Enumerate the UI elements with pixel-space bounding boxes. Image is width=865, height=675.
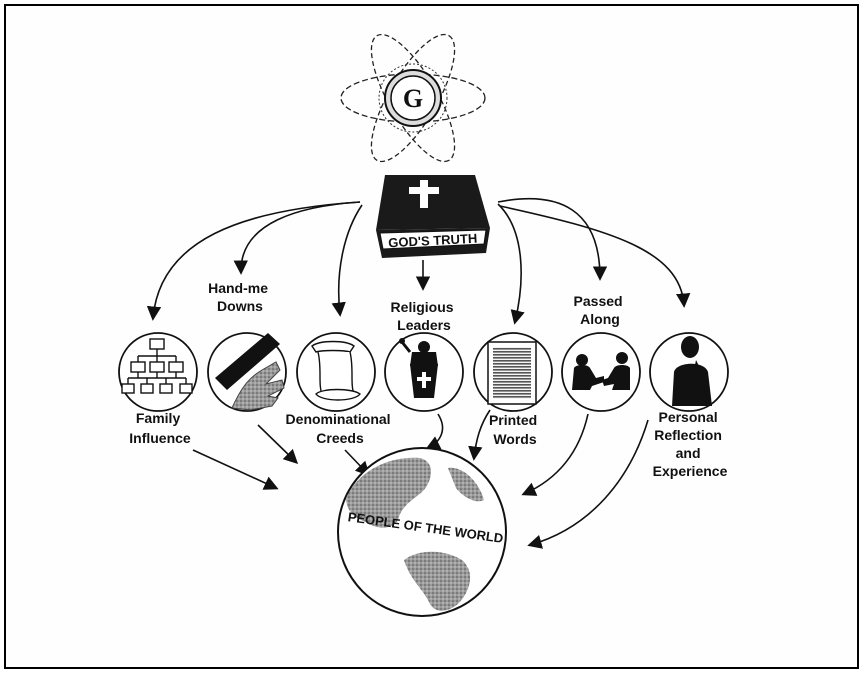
label-personal-line1: Personal: [658, 409, 717, 425]
arrow-book-to-creeds: [331, 204, 363, 317]
source-family: [118, 332, 198, 412]
book-arrows: [146, 198, 691, 325]
label-creeds: Denominational Creeds: [286, 411, 395, 446]
label-family: Family Influence: [129, 410, 191, 446]
globe-arrows: [192, 409, 649, 549]
label-leaders: Religious Leaders: [391, 299, 458, 333]
label-leaders-line1: Religious: [391, 299, 454, 315]
label-personal: Personal Reflection and Experience: [653, 409, 728, 479]
emblem-letter: G: [403, 84, 423, 113]
printed-page-icon: [487, 341, 537, 405]
family-tree-icon: [121, 338, 193, 394]
label-passed-line2: Along: [580, 311, 620, 327]
source-leaders: [384, 332, 464, 412]
label-handme-line1: Hand-me: [208, 280, 268, 296]
arrow-printed-to-globe: [468, 409, 491, 461]
label-creeds-line2: Creeds: [316, 430, 364, 446]
source-handme: [207, 332, 287, 412]
label-printed: Printed Words: [489, 412, 541, 447]
label-leaders-line2: Leaders: [397, 317, 451, 333]
label-family-line1: Family: [136, 410, 181, 426]
arrow-book-to-family: [146, 201, 361, 321]
label-personal-line2: Reflection: [654, 427, 722, 443]
arrow-book-to-passed: [497, 198, 608, 281]
arrow-book-to-personal: [499, 205, 691, 308]
arrow-book-to-printed: [497, 203, 525, 325]
arrow-passed-to-globe: [521, 413, 589, 496]
label-handme-line2: Downs: [217, 298, 263, 314]
label-printed-line2: Words: [493, 431, 537, 447]
arrow-book-to-handme: [233, 201, 361, 275]
hand-with-book-icon: [215, 333, 285, 411]
source-passed: [561, 332, 641, 412]
label-passed: Passed Along: [574, 293, 627, 327]
source-printed: [473, 332, 553, 412]
scroll-icon: [311, 340, 361, 401]
source-labels: Family Influence Hand-me Downs Denominat…: [129, 280, 727, 479]
preacher-pulpit-icon: [399, 338, 438, 398]
source-creeds: [296, 332, 376, 412]
arrow-leaders-to-globe: [425, 413, 444, 450]
label-handme: Hand-me Downs: [208, 280, 272, 314]
label-printed-line1: Printed: [489, 412, 537, 428]
arrow-handme-to-globe: [257, 424, 299, 465]
label-personal-line4: Experience: [653, 463, 728, 479]
atom-emblem-icon: G: [340, 33, 486, 163]
bible-icon: GOD'S TRUTH: [376, 175, 490, 258]
label-passed-line1: Passed: [574, 293, 623, 309]
source-personal: [649, 332, 729, 412]
thinking-person-icon: [672, 336, 712, 406]
book-title: GOD'S TRUTH: [388, 231, 478, 251]
label-family-line2: Influence: [129, 430, 191, 446]
arrow-family-to-globe: [192, 449, 279, 490]
arrow-personal-to-globe: [527, 419, 649, 549]
two-people-talking-icon: [572, 352, 630, 390]
globe-icon: PEOPLE OF THE WORLD: [337, 447, 507, 617]
label-creeds-line1: Denominational: [286, 411, 391, 427]
label-personal-line3: and: [676, 445, 701, 461]
